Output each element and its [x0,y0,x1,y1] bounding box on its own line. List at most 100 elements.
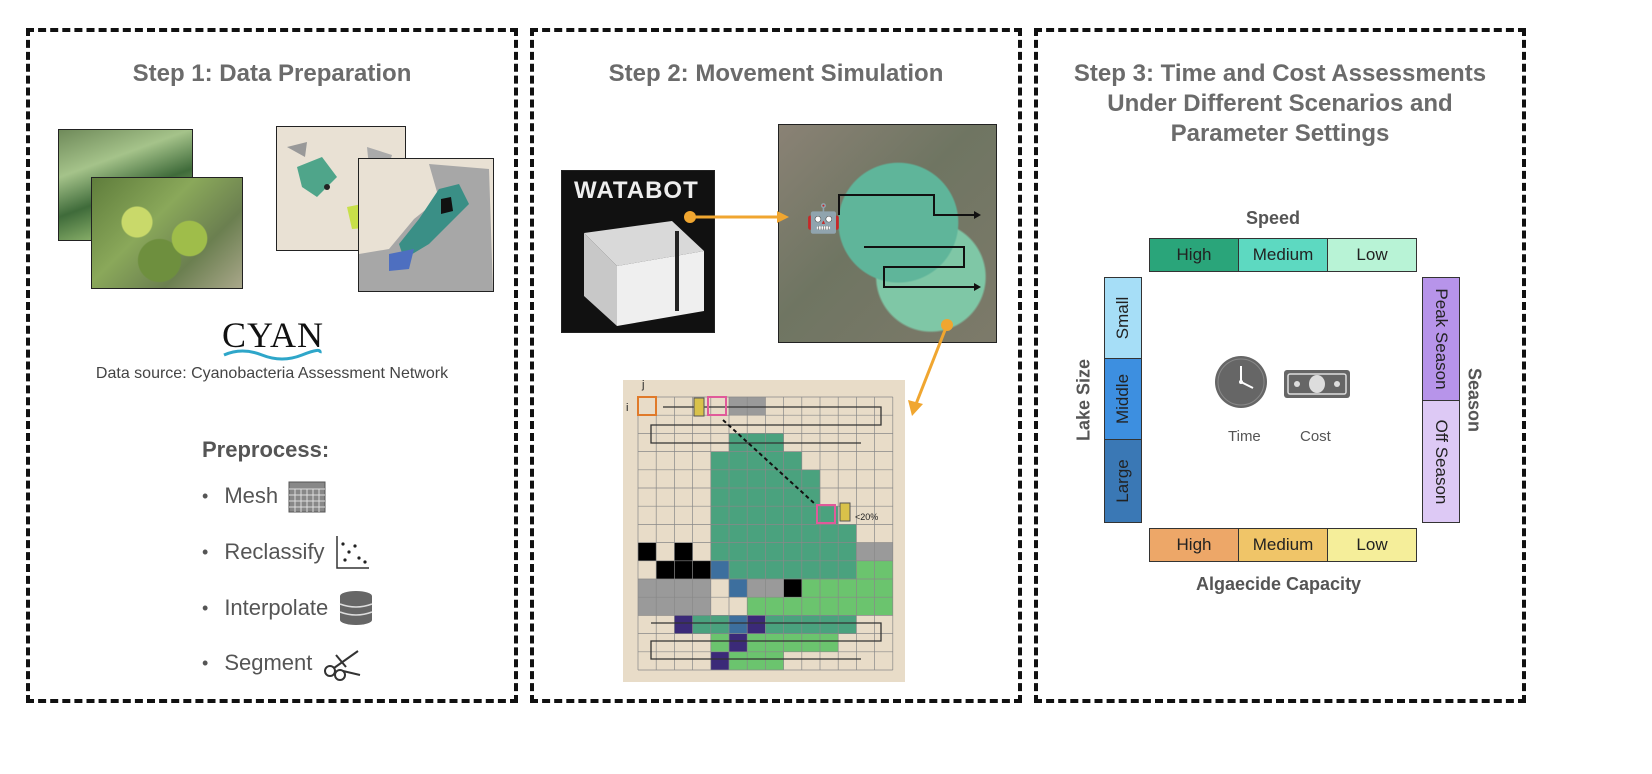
grid-cell [783,506,802,525]
database-stack-icon [340,591,373,625]
grid-cell [765,451,784,470]
grid-cell [710,469,729,488]
grid-label-i: i [626,402,629,414]
algaecide-high: High [1149,528,1239,562]
speed-label: Speed [1246,208,1301,228]
satellite-image-front [91,177,243,289]
step1-panel: Step 1: Data Preparation CYAN Data sourc… [26,28,518,703]
grid-cell [801,579,820,598]
grid-cell [783,597,802,616]
grid-cell [874,542,893,561]
grid-cell [783,451,802,470]
grid-cell [747,397,766,416]
preprocess-item-label: Segment [224,650,313,675]
grid-cell [765,488,784,507]
grid-cell [710,615,729,634]
grid-cell [674,615,693,634]
cyan-wave-icon [223,348,322,361]
grid-cell [729,579,748,598]
grid-cell [801,560,820,579]
step1-title: Step 1: Data Preparation [132,60,412,87]
speed-high: High [1149,238,1239,272]
grid-cell [783,542,802,561]
grid-cell [747,469,766,488]
grid-cell [856,579,875,598]
grid-cell [747,451,766,470]
sweep-path [650,406,882,444]
preprocess-item-label: Interpolate [224,595,329,620]
preprocess-item-reclassify: • Reclassify [202,534,371,570]
grid-cell [656,560,675,579]
grid-cell [692,615,711,634]
grid-cell [783,469,802,488]
grid-cell [765,469,784,488]
grid-cell [874,597,893,616]
grid-cell [820,633,839,652]
clock-icon [1215,356,1267,408]
grid-cell [747,615,766,634]
calendar-grid-icon [288,481,326,513]
battery-icon [693,397,705,417]
grid-cell [710,451,729,470]
grid-cell [747,542,766,561]
grid-cell [838,597,857,616]
grid-cell [710,651,729,670]
grid-cell [674,560,693,579]
battery-label: <20% [855,512,879,522]
scatter-plot-icon [335,536,369,569]
grid-cell [820,597,839,616]
grid-cell [710,488,729,507]
data-source-text: Data source: Cyanobacteria Assessment Ne… [95,365,449,382]
coverage-path [838,194,981,291]
grid-cell [747,633,766,652]
battery-icon [839,502,851,522]
cyan-logo: CYAN [222,315,325,361]
step2-panel: Step 2: Movement Simulation WATABOT 🤖 [530,28,1022,703]
grid-cell [710,524,729,543]
grid-cell [674,579,693,598]
grid-cell [765,651,784,670]
speed-low: Low [1327,238,1417,272]
grid-cell [801,633,820,652]
grid-cell [874,579,893,598]
grid-cell [838,524,857,543]
season-label: Season [1464,367,1485,433]
speed-medium: Medium [1238,238,1328,272]
grid-cell [783,615,802,634]
grid-cell [729,451,748,470]
lake-size-middle: Middle [1104,358,1142,440]
cost-label: Cost [1300,428,1331,445]
grid-cell [783,579,802,598]
boat-icon [584,221,704,326]
robot-cell-marker [816,504,836,524]
grid-cell [820,506,839,525]
grid-cell [729,542,748,561]
grid-cell [747,506,766,525]
lake-size-large: Large [1104,439,1142,523]
grid-cell [656,579,675,598]
grid-cell [747,488,766,507]
season-off: Off Season [1422,400,1460,523]
grid-cell [747,597,766,616]
grid-cell [801,506,820,525]
grid-cell [874,560,893,579]
step3-panel: Step 3: Time and Cost Assessments Under … [1034,28,1526,703]
grid-cell [765,597,784,616]
grid-cell [674,597,693,616]
grid-svg [637,396,894,671]
grid-cell [838,560,857,579]
grid-cell [692,579,711,598]
grid-cell [729,506,748,525]
watabot-brand: WATABOT [574,177,699,204]
robot-cell-marker [637,396,657,416]
season-peak: Peak Season [1422,277,1460,401]
preprocess-item-label: Mesh [224,483,279,508]
cyan-logo-text: CYAN [222,315,325,355]
step3-title-line2: Under Different Scenarios and [1107,90,1453,117]
grid-cell [783,488,802,507]
grid-cell [729,397,748,416]
lake-size-label: Lake Size [1073,358,1094,442]
grid-cell [710,633,729,652]
sweep-path [650,622,882,660]
grid-cell [820,579,839,598]
